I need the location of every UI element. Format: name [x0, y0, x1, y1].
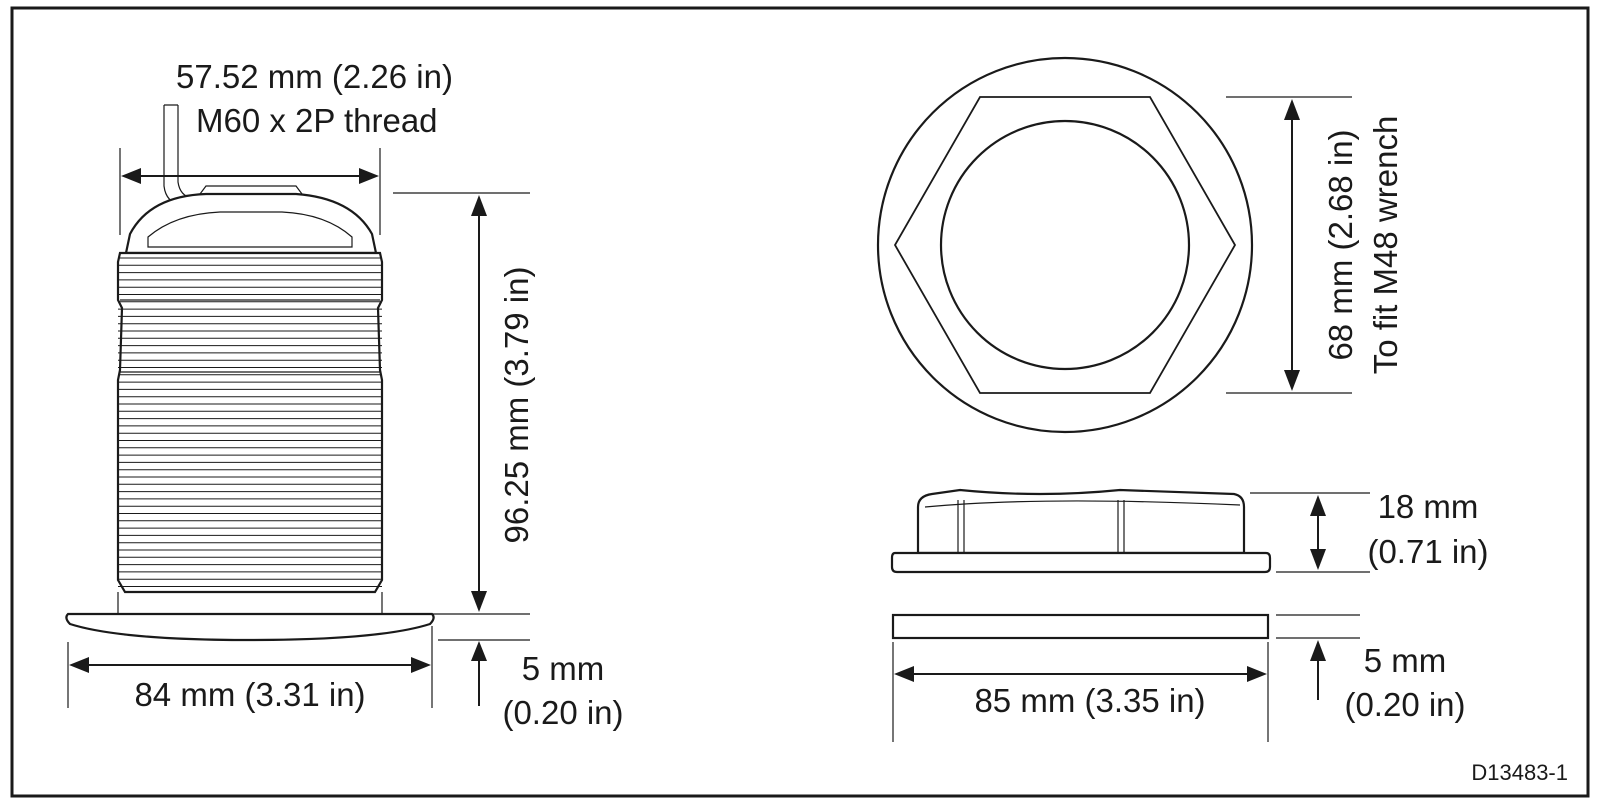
nut-side-view [890, 488, 1272, 574]
washer-body [891, 613, 1270, 640]
nut-height-label-in: (0.71 in) [1367, 533, 1488, 570]
nut-wrench-fit-label: To fit M48 wrench [1367, 116, 1404, 375]
nut-hexagon [893, 96, 1237, 394]
washer-thickness-dimension: 5 mm (0.20 in) [1276, 614, 1466, 723]
washer-thickness-label-in: (0.20 in) [1344, 686, 1465, 723]
flange-thickness-label-mm: 5 mm [522, 650, 605, 687]
nut-wrench-dimension: 68 mm (2.68 in) To fit M48 wrench [1226, 96, 1404, 394]
flange-thickness-dimension: 5 mm (0.20 in) [438, 639, 624, 731]
nut-top-view [876, 56, 1254, 434]
transducer-dome-ridge [147, 211, 353, 248]
drawing-reference-number: D13483-1 [1471, 760, 1568, 785]
washer-thickness-label-mm: 5 mm [1364, 642, 1447, 679]
transducer-side-view [65, 104, 435, 642]
nut-inner-bore [939, 119, 1191, 371]
nut-height-dimension: 18 mm (0.71 in) [1250, 488, 1489, 573]
transducer-height-label: 96.25 mm (3.79 in) [498, 267, 535, 544]
drawing-frame [10, 6, 1590, 798]
nut-side-body [916, 488, 1246, 555]
nut-height-label-mm: 18 mm [1378, 488, 1479, 525]
transducer-flange [65, 612, 435, 642]
transducer-cable [163, 104, 193, 206]
flange-thickness-label-in: (0.20 in) [502, 694, 623, 731]
nut-side-base [890, 551, 1272, 574]
washer-width-label: 85 mm (3.35 in) [974, 682, 1205, 719]
flange-width-label: 84 mm (3.31 in) [134, 676, 365, 713]
transducer-dome [124, 192, 378, 255]
nut-wrench-size-label: 68 mm (2.68 in) [1322, 129, 1359, 360]
thread-lines [118, 257, 382, 587]
flange-width-dimension: 84 mm (3.31 in) [67, 626, 433, 713]
transducer-width-dimension: 57.52 mm (2.26 in) M60 x 2P thread [119, 58, 453, 235]
washer-width-dimension: 85 mm (3.35 in) [892, 642, 1269, 742]
transducer-height-dimension: 96.25 mm (3.79 in) [393, 192, 535, 615]
transducer-threaded-body [116, 251, 384, 594]
washer-side-view [891, 613, 1270, 640]
thread-spec-label: M60 x 2P thread [196, 102, 438, 139]
transducer-width-label: 57.52 mm (2.26 in) [176, 58, 453, 95]
